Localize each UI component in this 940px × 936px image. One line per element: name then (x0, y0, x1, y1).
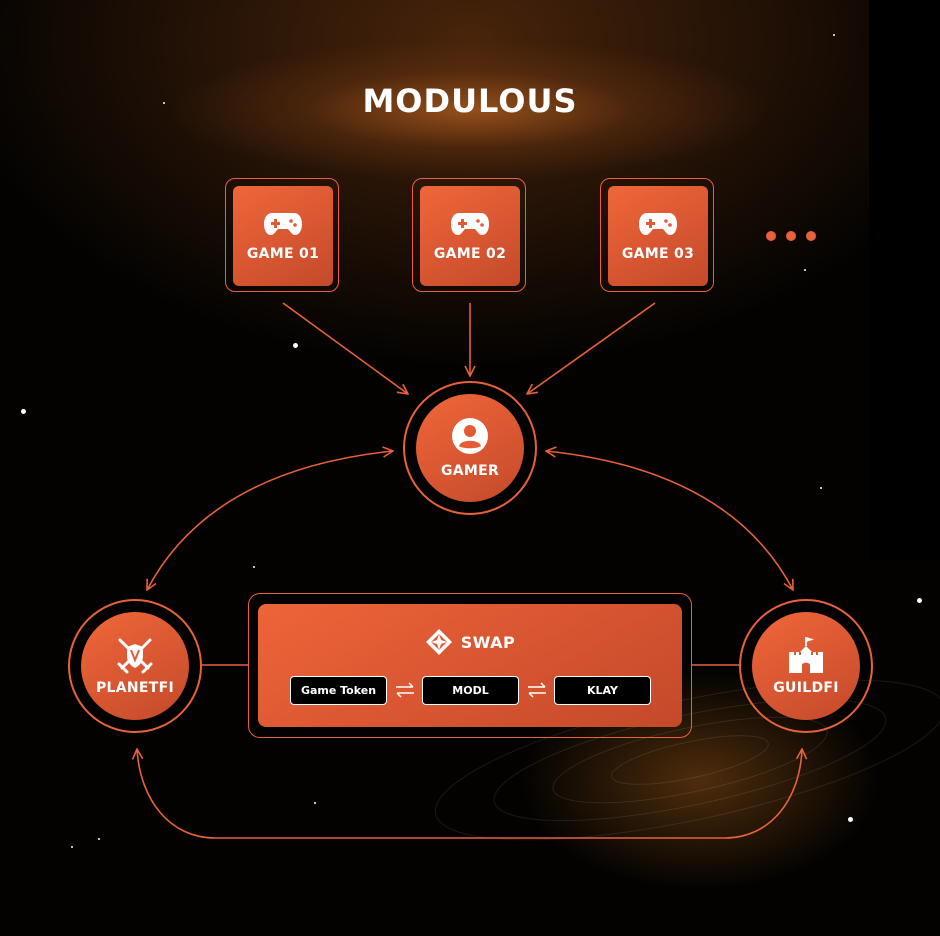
swap-label: SWAP (460, 632, 516, 652)
gamepad-icon (451, 213, 489, 235)
game-label: GAME 03 (621, 246, 695, 262)
star (848, 817, 853, 822)
gamepad-icon (639, 213, 677, 235)
guildfi-label: GUILDFI (773, 680, 839, 696)
star (314, 802, 316, 804)
game-label: GAME 02 (433, 246, 507, 262)
star (163, 102, 165, 104)
arrow-gamer-planetfi (147, 451, 393, 590)
gamer-node: GAMER (403, 381, 537, 515)
gamer-label: GAMER (440, 463, 500, 479)
castle-icon (789, 637, 823, 673)
planetfi-label: PLANETFI (95, 680, 175, 696)
crossed-swords-shield-icon (117, 638, 153, 674)
planetfi-node: PLANETFI (68, 599, 202, 733)
diagram-title: MODULOUS (362, 82, 578, 120)
game-label: GAME 01 (246, 246, 320, 262)
star (833, 34, 835, 36)
game-node-02: GAME 02 (412, 178, 526, 292)
token-klay: KLAY (554, 676, 651, 705)
arrow-gamer-guildfi (546, 451, 793, 590)
game-node-01: GAME 01 (225, 178, 339, 292)
game-node-03: GAME 03 (600, 178, 714, 292)
swap-diamond-icon (425, 629, 452, 655)
star (71, 846, 73, 848)
background-edge (869, 0, 940, 560)
star (917, 598, 922, 603)
arrow-game03-to-gamer (527, 302, 656, 394)
user-icon (452, 418, 488, 454)
star (21, 409, 26, 414)
star (820, 487, 822, 489)
swap-panel: SWAP Game Token MODL KLAY (248, 593, 692, 738)
star (98, 838, 100, 840)
star (293, 343, 298, 348)
token-modl: MODL (422, 676, 519, 705)
guildfi-node: GUILDFI (739, 599, 873, 733)
exchange-arrows-icon (528, 682, 546, 698)
exchange-arrows-icon (396, 682, 414, 698)
star (804, 269, 806, 271)
more-ellipsis-icon (766, 231, 816, 241)
token-game-token: Game Token (290, 676, 387, 705)
gamepad-icon (264, 213, 302, 235)
arrow-planetfi-guildfi (137, 749, 802, 839)
arrow-game01-to-gamer (282, 302, 408, 394)
